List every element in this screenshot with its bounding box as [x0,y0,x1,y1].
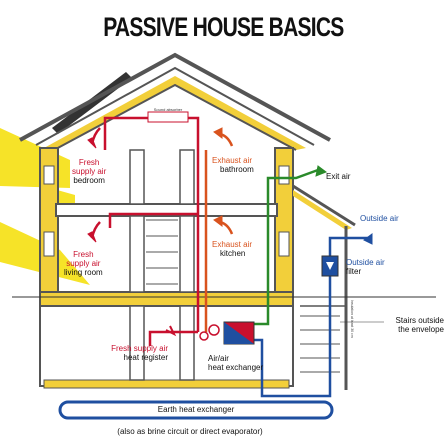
exit-air-duct [236,168,319,326]
fresh-supply-bedroom-label: Fresh supply air bedroom [72,158,106,185]
label-line: supply air [72,167,107,176]
label-line: filter [346,267,362,276]
label-line: bedroom [73,176,105,185]
stairs-outside-label: Stairs outside the envelope [384,316,444,334]
label-line: Outside air [346,258,385,267]
label-line: Exhaust air [212,156,253,165]
label-line: living room [64,268,103,277]
label-line: bathroom [220,165,254,174]
earth-heat-exchanger-label: Earth heat exchanger [157,405,235,414]
exhaust-kitchen-label: Exhaust air kitchen [212,240,252,258]
sound-absorber [147,111,189,123]
staircase-icon [146,219,178,285]
page-title: PASSIVE HOUSE BASICS [103,12,344,42]
label-line: the envelope [398,325,444,334]
label-line: kitchen [220,249,246,258]
label-line: Exhaust air [212,240,253,249]
earth-heat-exchanger-loop [58,400,334,420]
outside-air-filter-label: Outside air filter [346,258,385,276]
label-line: Stairs outside [395,316,444,325]
side-note-label: Insulation at least 30 cm [350,300,354,338]
air-flow-arrows [87,127,373,337]
house-walls [39,147,294,307]
heat-exchanger-icon [199,321,255,345]
side-annex [12,184,436,390]
label-line: Air/air [208,354,229,363]
fresh-supply-heat-label: Fresh supply air heat register [84,344,168,362]
label-line: Fresh [78,158,100,167]
fresh-supply-living-label: Fresh supply air living room [64,250,103,277]
brine-note-label: (also as brine circuit or direct evapora… [117,427,263,436]
label-line: heat register [123,353,168,362]
air-heat-exchanger-label: Air/air heat exchanger [208,354,263,372]
label-line: supply air [66,259,101,268]
exhaust-bathroom-label: Exhaust air bathroom [212,156,254,174]
filter-box-icon [321,255,339,277]
exit-air-label: Exit air [326,172,351,181]
roof [19,52,331,151]
label-line: Fresh supply air [111,344,168,353]
sound-absorber-label: Sound absorber [153,107,183,112]
label-line: Fresh [73,250,94,259]
outside-air-label: Outside air [360,214,399,223]
basement [39,305,294,389]
outside-air-duct [238,236,368,398]
label-line: heat exchanger [208,363,264,372]
